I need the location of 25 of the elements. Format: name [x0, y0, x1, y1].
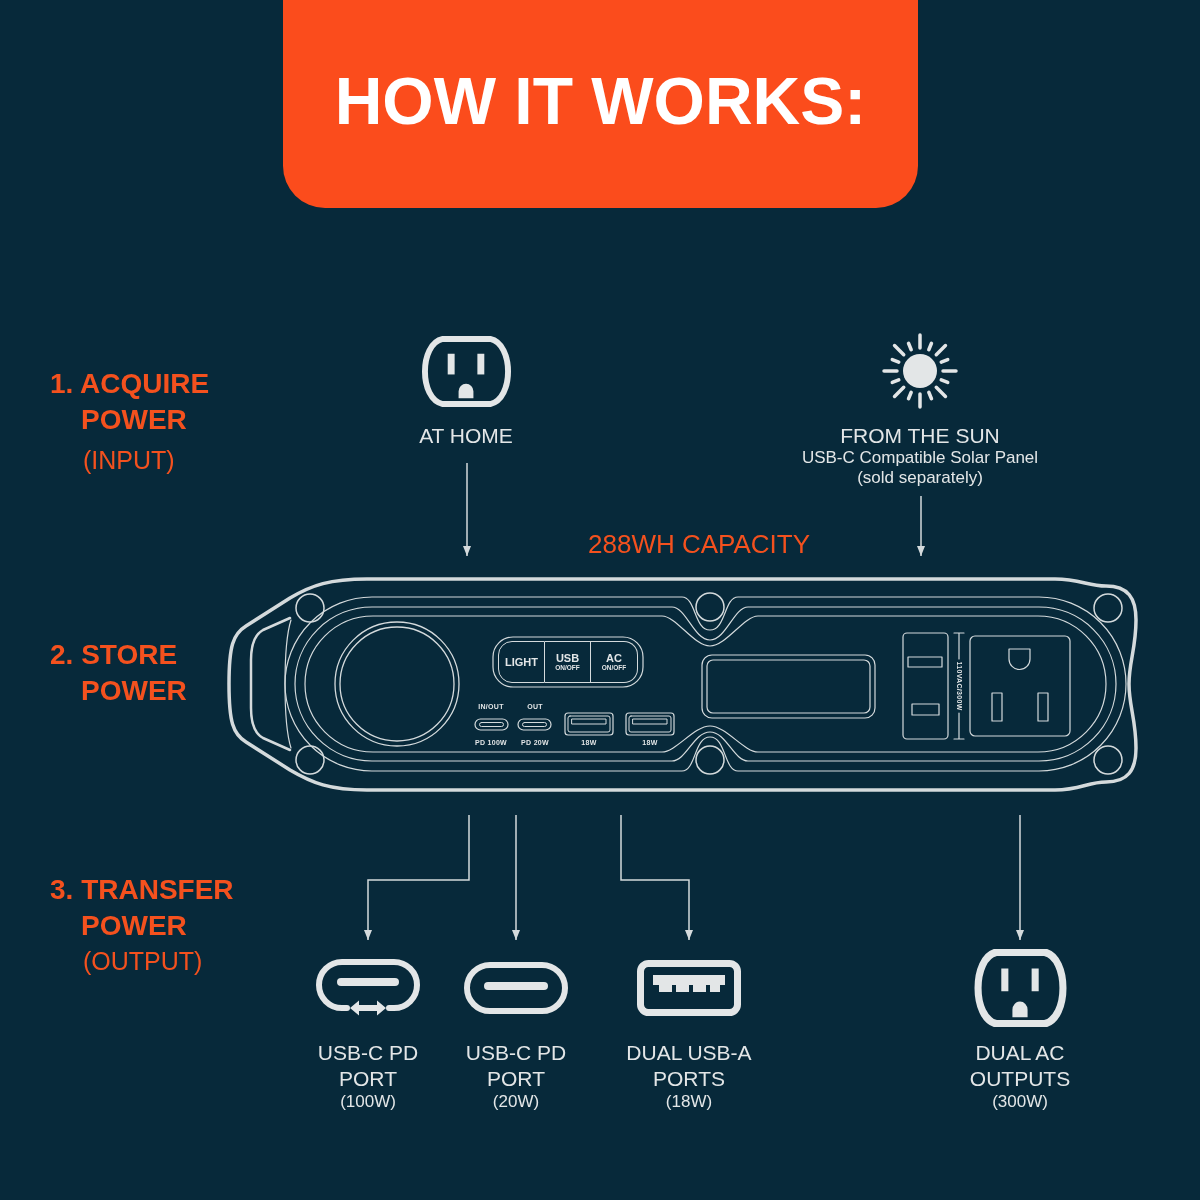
title: HOW IT WORKS:: [334, 68, 867, 140]
output-label: DUAL AC OUTPUTS: [968, 1040, 1072, 1092]
arrow: [364, 814, 470, 941]
output-rating: (300W): [992, 1092, 1048, 1112]
arrow: [917, 495, 925, 557]
output-label: USB-C PD PORT: [464, 1040, 568, 1092]
output-label: USB-C PD PORT: [316, 1040, 420, 1092]
output-rating: (18W): [665, 1092, 713, 1112]
output-rating: (100W): [340, 1092, 396, 1112]
step-heading: 3. TRANSFER POWER: [50, 873, 235, 943]
step-heading: 2. STORE POWER: [50, 638, 188, 708]
output-rating: (20W): [492, 1092, 540, 1112]
arrow: [512, 814, 520, 941]
source-label: AT HOME: [419, 424, 513, 448]
arrow: [463, 462, 471, 557]
step-subheading: (INPUT): [83, 445, 175, 475]
light-button: LIGHT: [498, 641, 545, 683]
arrow: [1016, 814, 1024, 941]
source-label: FROM THE SUN: [840, 424, 1000, 448]
step-subheading: (OUTPUT): [83, 946, 203, 976]
source-note: USB-C Compatible Solar Panel (sold separately): [800, 448, 1040, 488]
step-heading: 1. ACQUIRE POWER: [50, 367, 211, 437]
output-label: DUAL USB-A PORTS: [625, 1040, 753, 1092]
capacity-label: 288WH CAPACITY: [588, 529, 810, 559]
arrow: [620, 814, 693, 941]
